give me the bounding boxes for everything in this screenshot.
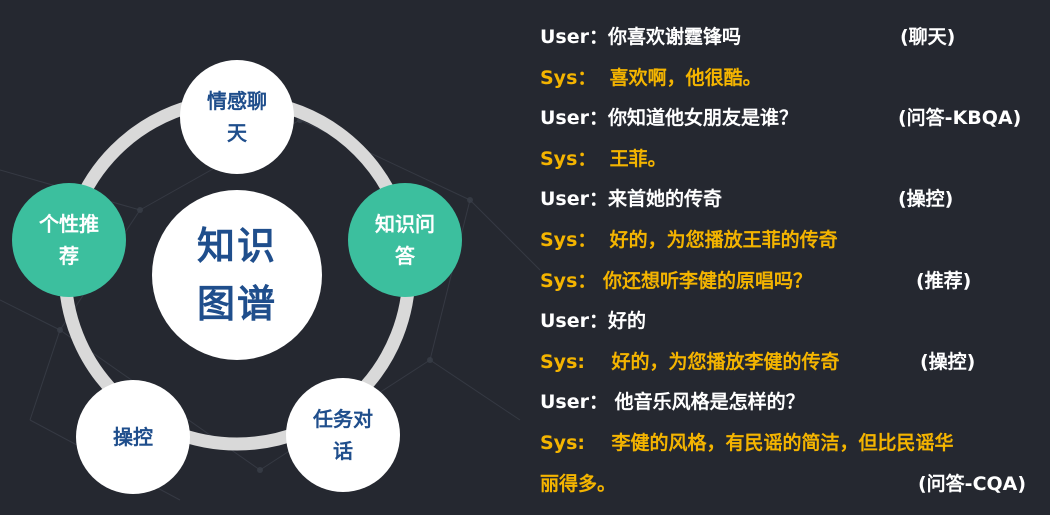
intent-tag: (推荐) [916,269,972,292]
speaker-label: Sys： [540,147,597,170]
intent-tag: (操控) [920,350,976,373]
intent-tag: (聊天) [900,26,956,48]
center-node-knowledge-graph: 知识图谱 [152,190,322,360]
utterance: 丽得多。 [540,472,617,495]
speaker-label: Sys: [540,350,585,373]
dialogue-line: User：好的 [540,301,1045,342]
dialogue-transcript: User：你喜欢谢霆锋吗 (聊天) Sys： 喜欢啊，他很酷。 User：你知道… [540,17,1045,504]
speaker-label: Sys： [540,66,597,89]
dialogue-line: Sys: 好的，为您播放李健的传奇 (操控) [540,342,1045,383]
node-recommendation: 个性推荐 [12,183,126,297]
utterance: 好的 [608,310,647,333]
intent-tag: (操控) [898,188,954,211]
utterance: 好的，为您播放王菲的传奇 [596,228,838,251]
speaker-label: Sys： [540,228,597,251]
speaker-label: User： [540,107,608,130]
dialogue-line: Sys: 李健的风格，有民谣的简洁，但比民谣华 [540,423,1045,464]
node-task-dialogue: 任务对话 [286,378,400,492]
speaker-label: Sys： [540,269,597,292]
dialogue-line: Sys： 喜欢啊，他很酷。 [540,58,1045,99]
dialogue-line: Sys： 好的，为您播放王菲的传奇 [540,220,1045,261]
knowledge-graph-diagram: 知识图谱 情感聊天 知识问答 任务对话 操控 个性推荐 [0,0,520,515]
utterance: 你知道他女朋友是谁？ [608,107,799,130]
utterance: 王菲。 [596,147,667,170]
dialogue-line: User： 他音乐风格是怎样的？ [540,382,1045,423]
speaker-label: Sys: [540,431,585,454]
dialogue-line: 丽得多。 (问答-CQA) [540,464,1045,505]
speaker-label: User： [540,391,608,414]
node-knowledge-qa: 知识问答 [348,183,462,297]
speaker-label: User： [540,188,608,211]
node-emotional-chat: 情感聊天 [180,60,294,174]
dialogue-line: Sys： 你还想听李健的原唱吗？ (推荐) [540,261,1045,302]
speaker-label: User： [540,310,608,333]
utterance: 好的，为您播放李健的传奇 [584,350,840,373]
speaker-label: User： [540,26,608,48]
dialogue-line: User：你喜欢谢霆锋吗 (聊天) [540,17,1045,58]
utterance: 喜欢啊，他很酷。 [596,66,762,89]
utterance: 李健的风格，有民谣的简洁，但比民谣华 [584,431,954,454]
dialogue-line: Sys： 王菲。 [540,139,1045,180]
utterance: 来首她的传奇 [608,188,723,211]
dialogue-line: User：来首她的传奇 (操控) [540,179,1045,220]
dialogue-line: User：你知道他女朋友是谁？ (问答-KBQA) [540,98,1045,139]
intent-tag: (问答-CQA) [918,472,1027,495]
intent-tag: (问答-KBQA) [898,107,1022,130]
utterance: 他音乐风格是怎样的？ [608,391,805,414]
utterance: 你还想听李健的原唱吗？ [596,269,813,292]
node-control: 操控 [76,380,190,494]
utterance: 你喜欢谢霆锋吗 [608,26,742,48]
